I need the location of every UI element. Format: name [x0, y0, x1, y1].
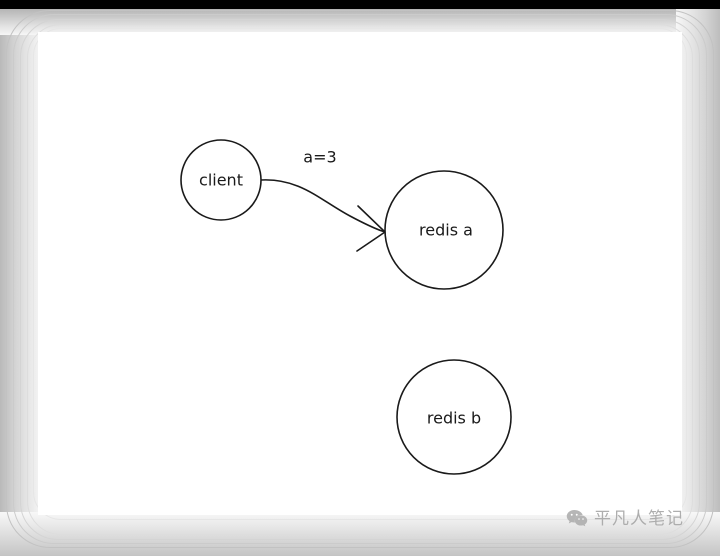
frame-layer-5 — [33, 28, 687, 520]
watermark-text: 平凡人笔记 — [594, 509, 684, 529]
wechat-icon — [566, 510, 588, 527]
background-gradient-top — [0, 9, 720, 35]
background-gradient-right — [676, 9, 720, 556]
frame-layer-2 — [13, 14, 707, 544]
background-top-black-band — [0, 0, 720, 9]
frame-layer-1 — [6, 10, 714, 548]
frame-layer-3 — [20, 19, 700, 540]
frame-layer-4 — [27, 24, 693, 535]
watermark: 平凡人笔记 — [566, 509, 684, 529]
diagram-canvas — [38, 32, 682, 515]
